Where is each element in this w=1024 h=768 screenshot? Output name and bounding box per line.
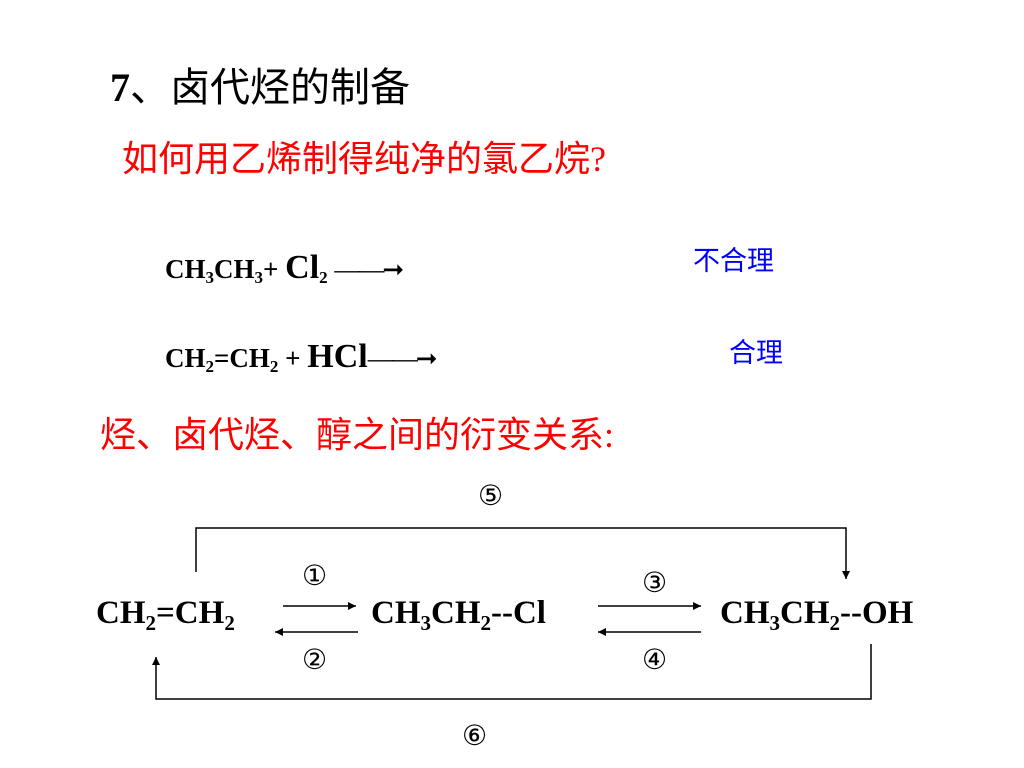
path-step-5-connector [195,527,850,579]
step-label-6: ⑥ [462,719,488,752]
eq1-arrow: ——➞ [334,255,404,284]
title-number: 7 [110,65,130,110]
equation-ethane-chlorine: CH3CH3+ Cl2 ——➞ [165,249,404,287]
eq1-reagent-subscript: 2 [319,268,328,287]
eq1-reagent: Cl2 [285,249,328,287]
question-text: 如何用乙烯制得纯净的氯乙烷? [122,139,606,179]
ethene-part: CH [96,595,146,631]
eq1-subscript: 3 [205,268,215,287]
eq2-formula-part: =CH [214,343,270,373]
eq2-plus: + [278,343,308,373]
title-text: 、卤代烃的制备 [130,65,410,110]
ethanol-part: CH [720,595,770,631]
eq2-subscript: 2 [205,357,215,376]
molecule-chloroethane: CH3CH2--Cl [371,595,546,634]
verdict-reasonable: 合理 [729,338,783,369]
eq2-subscript: 2 [269,357,279,376]
chloroethane-part: CH [431,595,481,631]
ethene-subscript: 2 [224,611,235,635]
verdict-unreasonable: 不合理 [693,246,774,277]
chloroethane-part: CH [371,595,421,631]
chloroethane-subscript: 2 [480,611,492,635]
eq2-reagent: HCl [307,338,368,375]
eq2-arrow: ——➞ [367,344,438,373]
chloroethane-subscript: 3 [420,611,432,635]
molecule-ethene: CH2=CH2 [96,595,235,634]
step-label-2: ② [302,643,328,676]
step-label-3: ③ [642,566,668,599]
ethanol-subscript: 2 [829,611,841,635]
ethene-part: =CH [156,595,225,631]
relation-heading: 烃、卤代烃、醇之间的衍变关系: [100,415,615,455]
path-step-6-connector [152,644,872,700]
equation-ethene-hcl: CH2=CH2 + HCl——➞ [165,338,438,376]
molecule-ethanol: CH3CH2--OH [720,595,914,634]
chloroethane-part: --Cl [491,595,546,631]
eq1-subscript: 3 [254,268,264,287]
ethanol-subscript: 3 [769,611,781,635]
ethanol-part: --OH [840,595,914,631]
eq1-plus: + [263,254,286,284]
eq1-formula-part: CH [165,254,206,284]
eq1-reagent-text: Cl [285,249,320,286]
step-label-5: ⑤ [478,479,504,512]
ethene-subscript: 2 [145,611,157,635]
ethanol-part: CH [780,595,830,631]
step-label-1: ① [302,559,328,592]
eq1-formula-part: CH [214,254,255,284]
step-label-4: ④ [642,643,668,676]
eq2-formula-part: CH [165,343,206,373]
slide-title: 7、卤代烃的制备 [110,68,410,108]
